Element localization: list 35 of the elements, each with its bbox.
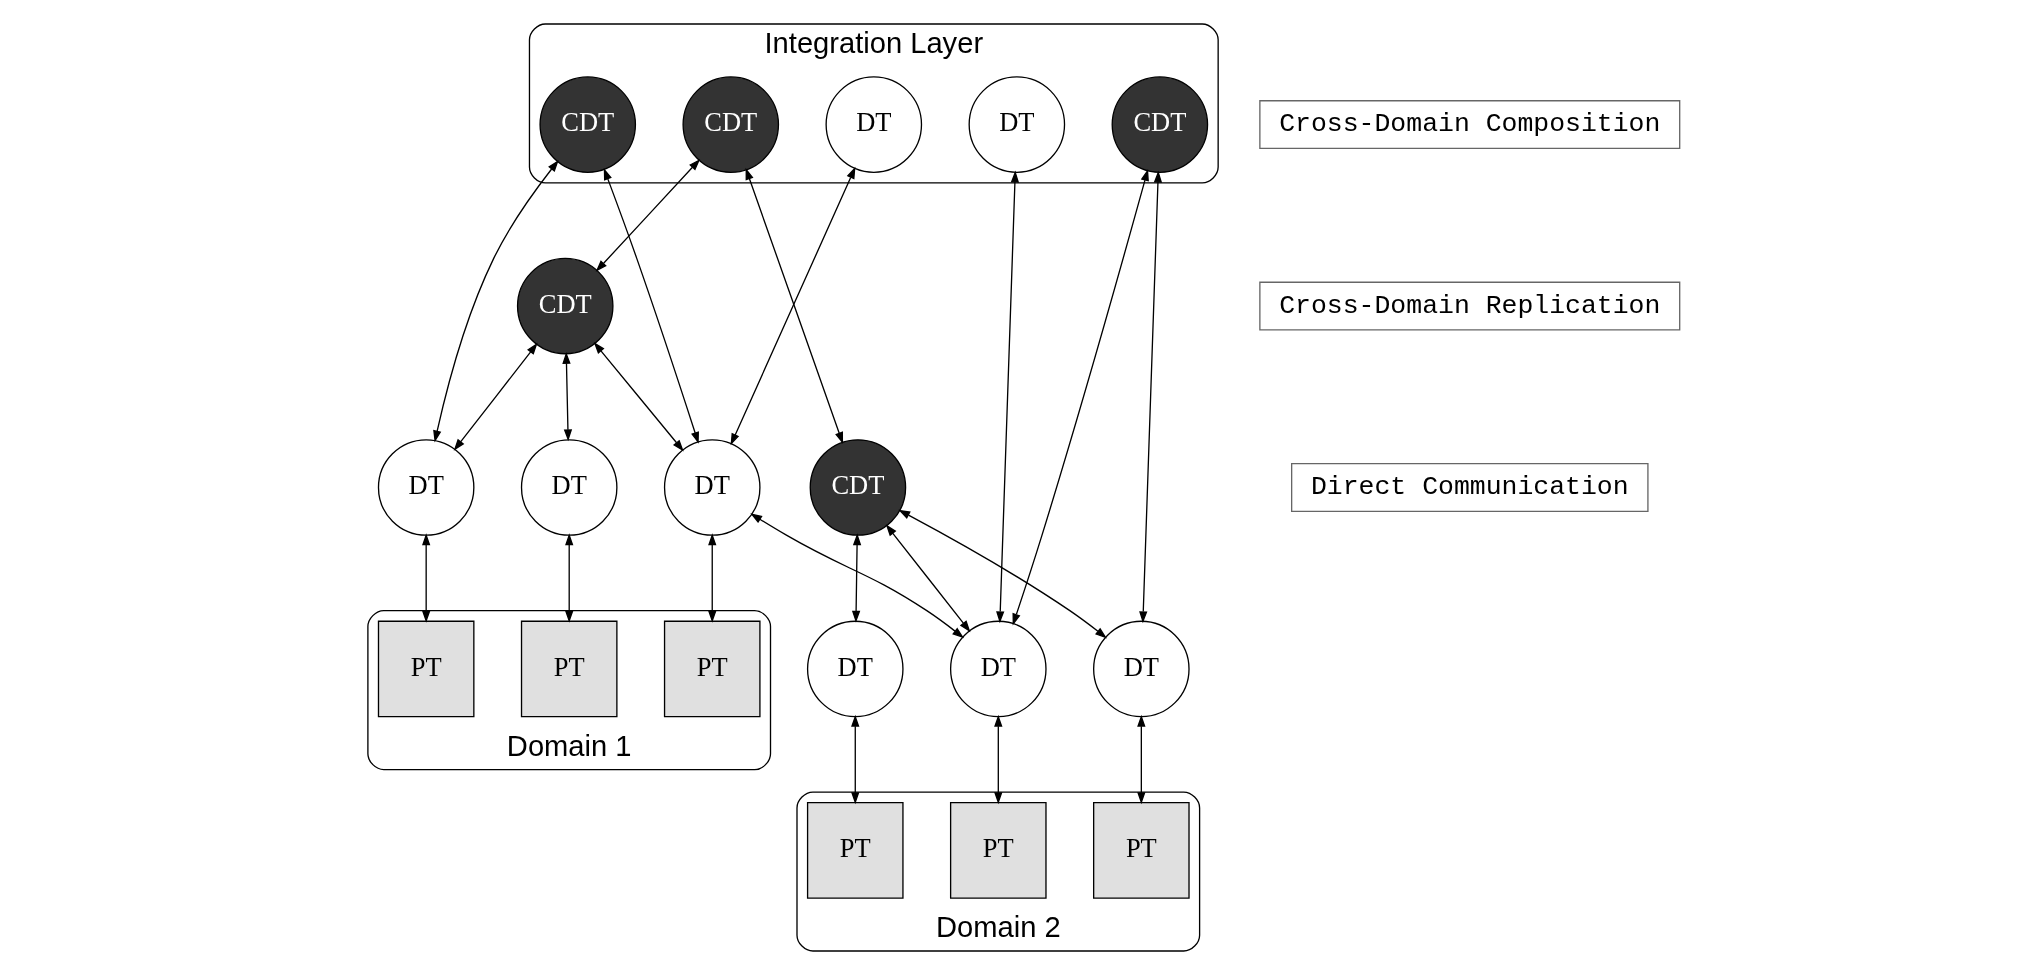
arrow: [593, 342, 684, 452]
node-box: PT: [377, 620, 474, 718]
arrow: [421, 533, 430, 623]
arrow: [603, 168, 699, 444]
arrow: [453, 342, 538, 451]
arrow: [1138, 170, 1162, 624]
node-circle: DT: [824, 76, 922, 173]
node-circle: DT: [806, 620, 904, 718]
arrow: [561, 351, 572, 442]
node-box: PT: [1092, 802, 1190, 899]
node-circle: DT: [968, 76, 1065, 173]
node-box: PT: [520, 620, 618, 718]
node-circle: DT: [520, 439, 618, 536]
arrow: [749, 513, 964, 639]
node-box: Cross-Domain Replication: [1258, 281, 1680, 331]
arrow: [745, 167, 843, 444]
node-box: PT: [949, 802, 1047, 899]
arrow: [851, 533, 861, 623]
arrow: [897, 509, 1107, 639]
node-box: PT: [663, 620, 761, 718]
arrow: [730, 166, 855, 446]
node-circle: CDT: [1111, 76, 1208, 173]
node-box: Direct Communication: [1290, 463, 1649, 512]
arrow: [995, 170, 1019, 624]
arrow: [432, 160, 559, 443]
arrow: [595, 158, 700, 272]
arrow: [885, 524, 970, 633]
node-box: Cross-Domain Composition: [1258, 100, 1680, 150]
arrow: [850, 714, 859, 805]
node-box: PT: [806, 802, 904, 899]
arrow: [564, 533, 573, 623]
arrow: [1136, 714, 1145, 805]
arrow: [993, 714, 1002, 805]
arrow: [707, 533, 716, 623]
arrow: [1012, 169, 1149, 626]
